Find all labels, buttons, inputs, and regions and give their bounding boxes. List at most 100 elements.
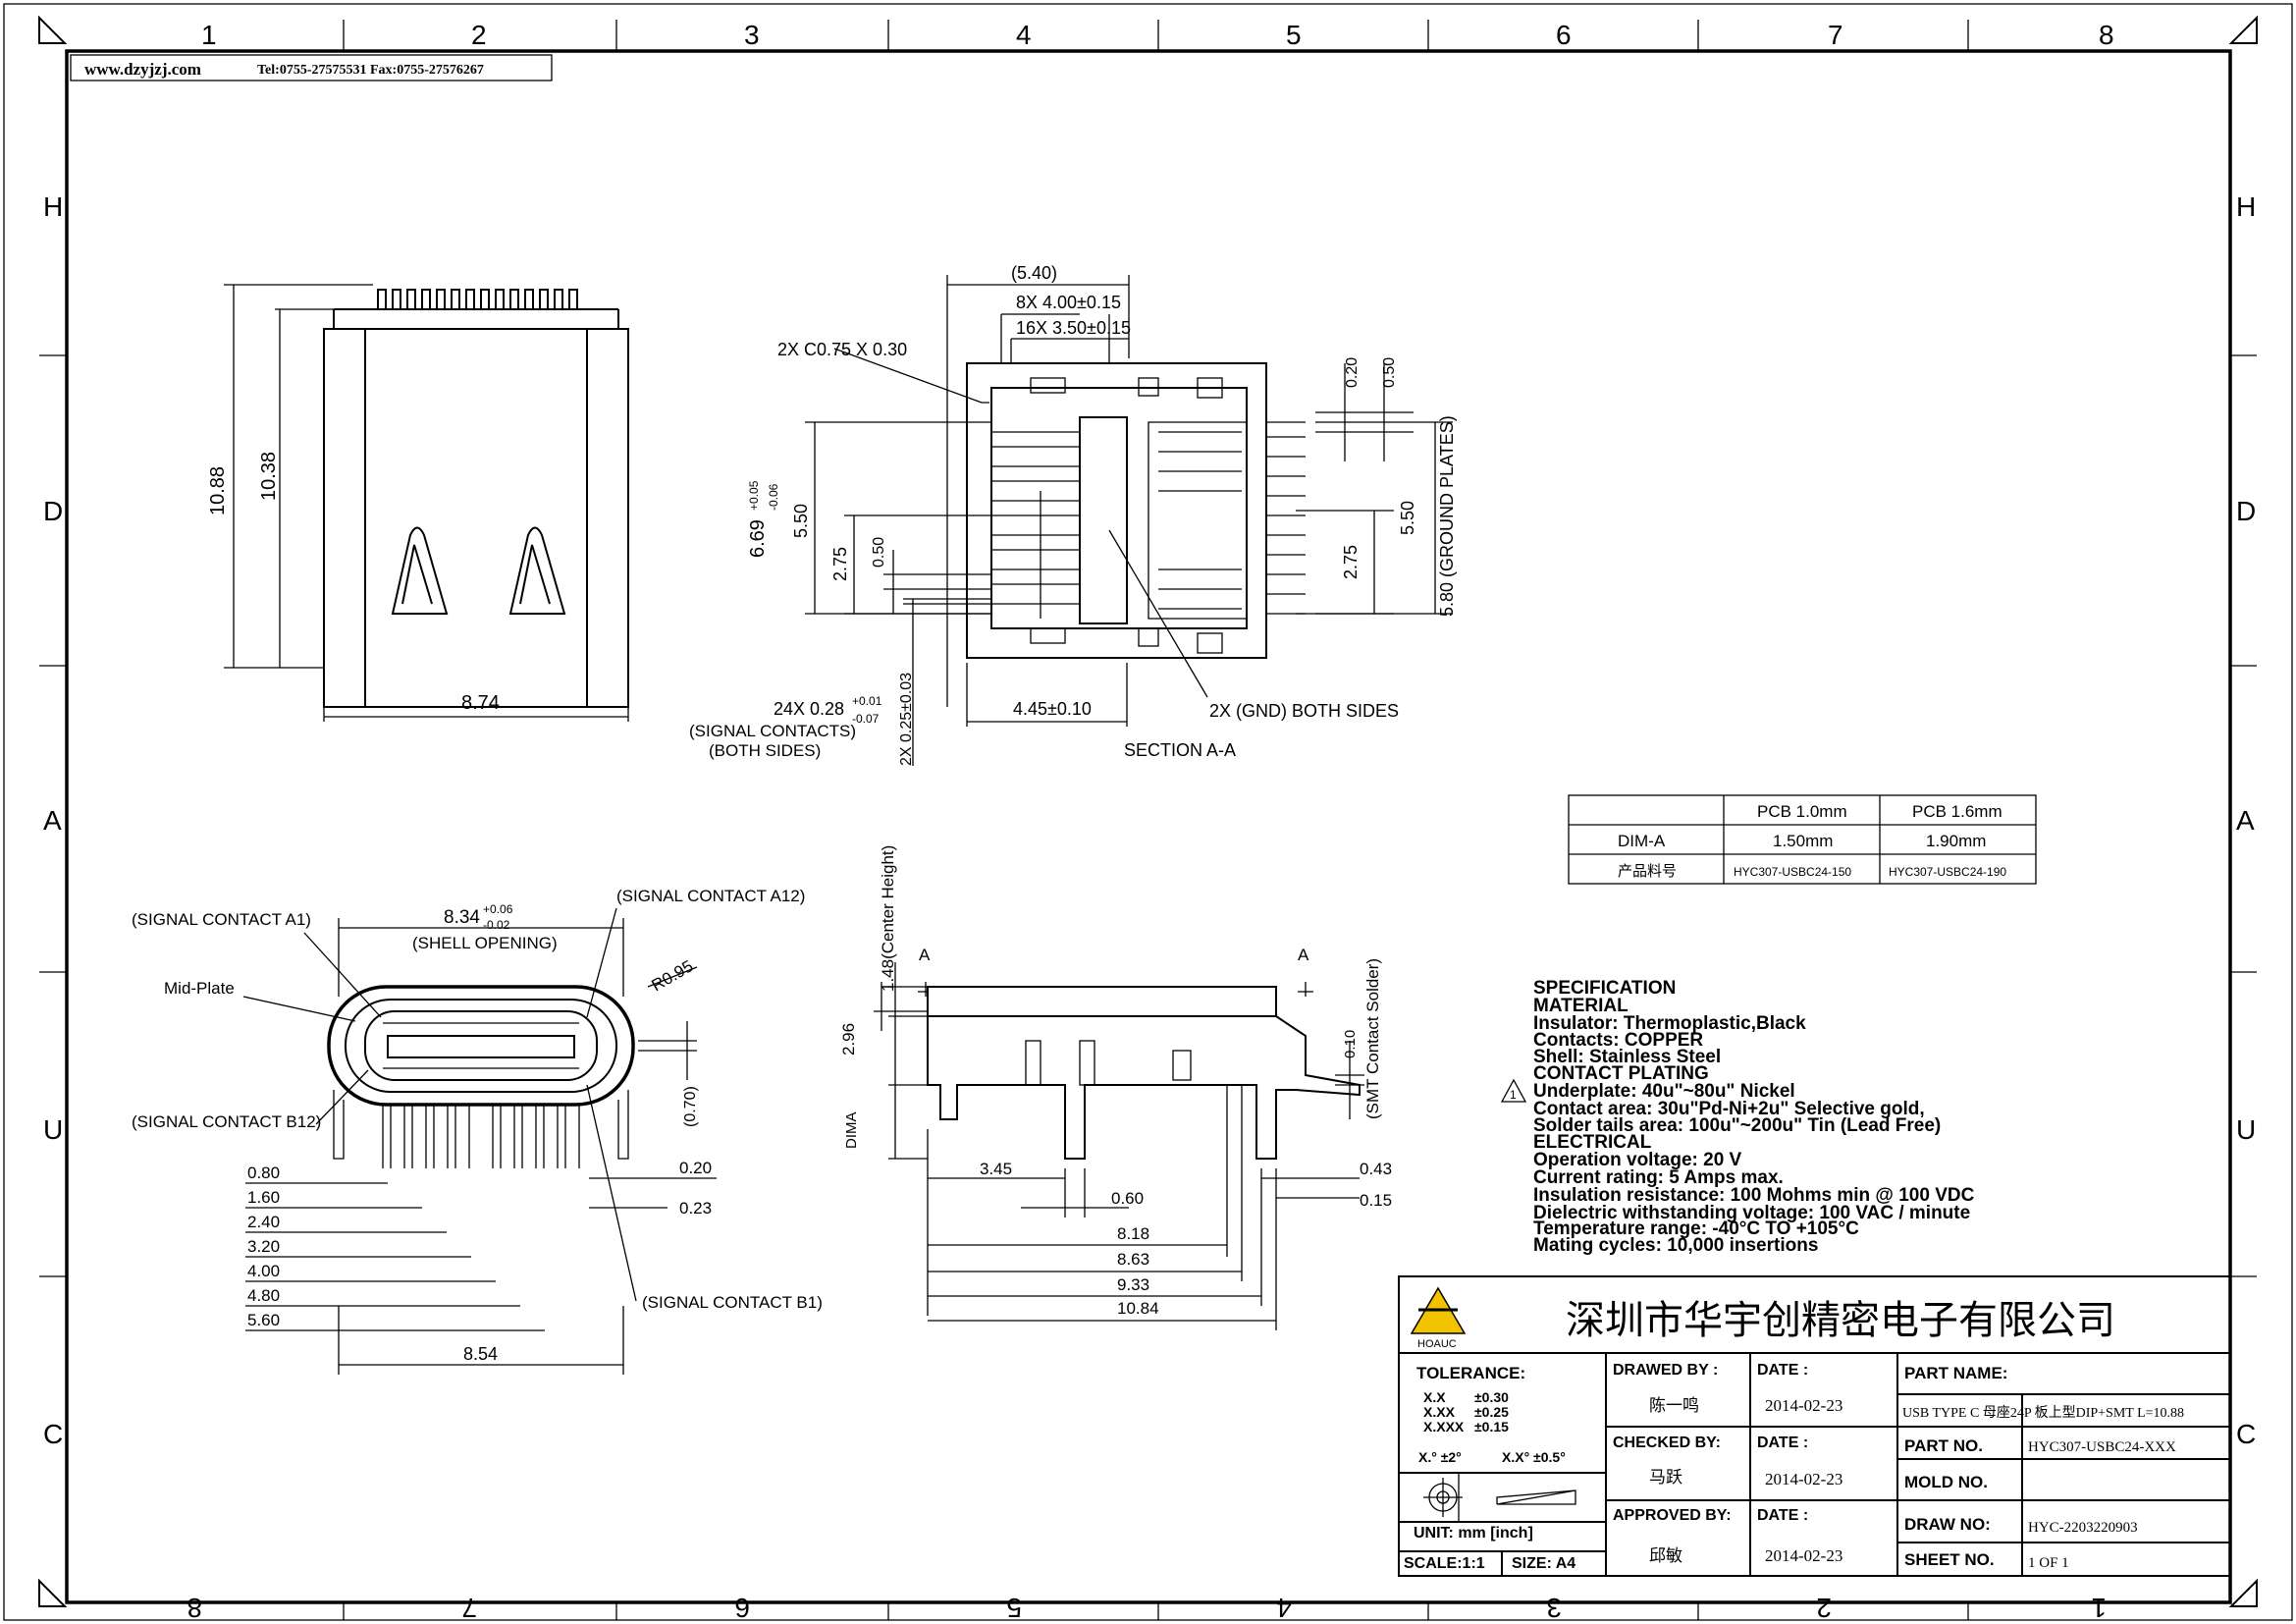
part-no-label: PART NO. — [1904, 1436, 1983, 1455]
dim-0-10: 0.10 — [1342, 1030, 1359, 1058]
tolerance-key: X.XXX — [1423, 1419, 1465, 1435]
grid-number-bottom: 5 — [1006, 1593, 1022, 1623]
dim-0-20-front: 0.20 — [679, 1159, 712, 1177]
pcb-table-cell: 产品料号 — [1618, 863, 1677, 880]
dim-9-33: 9.33 — [1117, 1275, 1149, 1294]
corner-mark-tr — [2228, 15, 2258, 44]
mold-no-label: MOLD NO. — [1904, 1473, 1988, 1491]
section-marker-a-right: A — [1298, 946, 1309, 964]
label-smt-contact: (SMT Contact Solder) — [1363, 958, 1382, 1119]
warning-triangle-icon — [1500, 1078, 1527, 1103]
grid-number-bottom: 8 — [187, 1593, 202, 1623]
label-signal-a1: (SIGNAL CONTACT A1) — [132, 910, 311, 929]
grid-number-top: 6 — [1556, 20, 1572, 50]
date-drawn: 2014-02-23 — [1765, 1396, 1842, 1415]
spec-line: Temperature range: -40°C TO +105°C — [1533, 1218, 1859, 1239]
label-shell-opening: (SHELL OPENING) — [412, 934, 558, 952]
spec-line: CONTACT PLATING — [1533, 1063, 1709, 1084]
dim-24x-plus: +0.01 — [852, 694, 882, 708]
pcb-table-cell: 1.90mm — [1926, 832, 1986, 850]
date-label: DATE : — [1757, 1507, 1808, 1524]
pcb-table-header-2: PCB 1.6mm — [1912, 802, 2002, 821]
dim-5-40: (5.40) — [1011, 263, 1057, 283]
pcb-table-cell: HYC307-USBC24-150 — [1734, 865, 1851, 879]
unit-label: UNIT: mm [inch] — [1414, 1525, 1533, 1542]
dim-24x-minus: -0.07 — [852, 712, 880, 726]
tolerance-value: ±0.15 — [1474, 1419, 1509, 1435]
date-label: DATE : — [1757, 1362, 1808, 1379]
company-logo: HOAUC — [1410, 1286, 1467, 1350]
label-signal-b1: (SIGNAL CONTACT B1) — [642, 1293, 823, 1312]
dim-8-34-minus: -0.02 — [483, 918, 510, 932]
label-section-a-a: SECTION A-A — [1124, 740, 1236, 760]
dim-10-84: 10.84 — [1117, 1299, 1159, 1318]
grid-letter-right: C — [2236, 1419, 2256, 1449]
spec-line: Insulator: Thermoplastic,Black — [1533, 1013, 1806, 1034]
corner-mark-tl — [38, 15, 68, 44]
dim-8-34-plus: +0.06 — [483, 902, 513, 916]
dim-overall-height: 10.88 — [207, 466, 229, 515]
spec-line: ELECTRICAL — [1533, 1132, 1652, 1153]
dim-pitch: 1.60 — [247, 1188, 280, 1207]
approved-by: 邱敏 — [1649, 1546, 1682, 1565]
dim-pitch: 5.60 — [247, 1311, 280, 1329]
date-approved: 2014-02-23 — [1765, 1546, 1842, 1565]
grid-number-bottom: 4 — [1276, 1593, 1292, 1623]
drawn-by-label: DRAWED BY : — [1613, 1362, 1718, 1379]
dim-2-96: 2.96 — [839, 1023, 858, 1056]
dim-5-50-right: 5.50 — [1398, 501, 1417, 535]
dim-8-54: 8.54 — [463, 1344, 498, 1364]
header-contact: Tel:0755-27575531 Fax:0755-27576267 — [257, 63, 484, 78]
dim-8x: 8X 4.00±0.15 — [1016, 293, 1121, 312]
pcb-table-header-1: PCB 1.0mm — [1757, 802, 1847, 821]
dim-0-70: (0.70) — [682, 1086, 699, 1127]
spec-line: Mating cycles: 10,000 insertions — [1533, 1235, 1818, 1256]
spec-line: Contact area: 30u"Pd-Ni+2u" Selective go… — [1533, 1099, 1925, 1119]
title-block — [1398, 1275, 2231, 1577]
header-website[interactable]: www.dzyjzj.com — [84, 60, 201, 79]
part-name: USB TYPE C 母座24P 板上型DIP+SMT L=10.88 — [1902, 1405, 2184, 1421]
label-gnd-both-sides: 2X (GND) BOTH SIDES — [1209, 701, 1399, 721]
tolerance-label: TOLERANCE: — [1416, 1364, 1525, 1382]
side-view — [874, 962, 1364, 1330]
tolerance-angle: X.X° ±0.5° — [1502, 1449, 1566, 1465]
tolerance-key: X.XX — [1423, 1404, 1456, 1420]
section-marker-a-left: A — [919, 946, 931, 964]
grid-number-bottom: 3 — [1546, 1593, 1562, 1623]
spec-line: SPECIFICATION — [1533, 978, 1676, 999]
projection-symbol-icon — [1423, 1478, 1576, 1517]
draw-no-label: DRAW NO: — [1904, 1515, 1991, 1534]
grid-letter-left: U — [43, 1114, 63, 1145]
size-label: SIZE: A4 — [1512, 1555, 1575, 1572]
spec-line: Contacts: COPPER — [1533, 1030, 1703, 1051]
spec-line: Dielectric withstanding voltage: 100 VAC… — [1533, 1203, 1970, 1223]
dim-0-60: 0.60 — [1111, 1189, 1144, 1208]
dim-0-15: 0.15 — [1360, 1191, 1392, 1210]
spec-line: Insulation resistance: 100 Mohms min @ 1… — [1533, 1185, 1975, 1206]
label-signal-a12: (SIGNAL CONTACT A12) — [616, 887, 805, 905]
grid-number-bottom: 1 — [2091, 1593, 2107, 1623]
sheet-no: 1 OF 1 — [2028, 1555, 2069, 1571]
pcb-table-cell: DIM-A — [1618, 832, 1666, 850]
label-signal-b12: (SIGNAL CONTACT B12) — [132, 1112, 321, 1131]
sheet-no-label: SHEET NO. — [1904, 1550, 1995, 1569]
dim-5-50-left: 5.50 — [791, 504, 811, 538]
zone-ticks — [39, 20, 2257, 1620]
dim-2x-0-25: 2X 0.25±0.03 — [898, 673, 915, 766]
grid-number-bottom: 6 — [734, 1593, 750, 1623]
dim-pitch: 4.80 — [247, 1286, 280, 1305]
grid-number-top: 8 — [2099, 20, 2114, 50]
dim-pitch: 0.80 — [247, 1164, 280, 1182]
dim-body-height: 10.38 — [258, 452, 280, 501]
corner-mark-bl — [38, 1578, 68, 1607]
dim-pitch: 4.00 — [247, 1262, 280, 1280]
tolerance-key: X.X — [1423, 1389, 1446, 1405]
dim-width: 8.74 — [461, 692, 500, 714]
draw-no: HYC-2203220903 — [2028, 1520, 2138, 1536]
label-r0-95: R0.95 — [649, 956, 697, 995]
inner-frame — [65, 49, 2232, 1604]
tolerance-value: ±0.25 — [1474, 1404, 1509, 1420]
grid-letter-right: A — [2236, 805, 2255, 836]
date-label: DATE : — [1757, 1435, 1808, 1451]
grid-number-top: 3 — [744, 20, 760, 50]
